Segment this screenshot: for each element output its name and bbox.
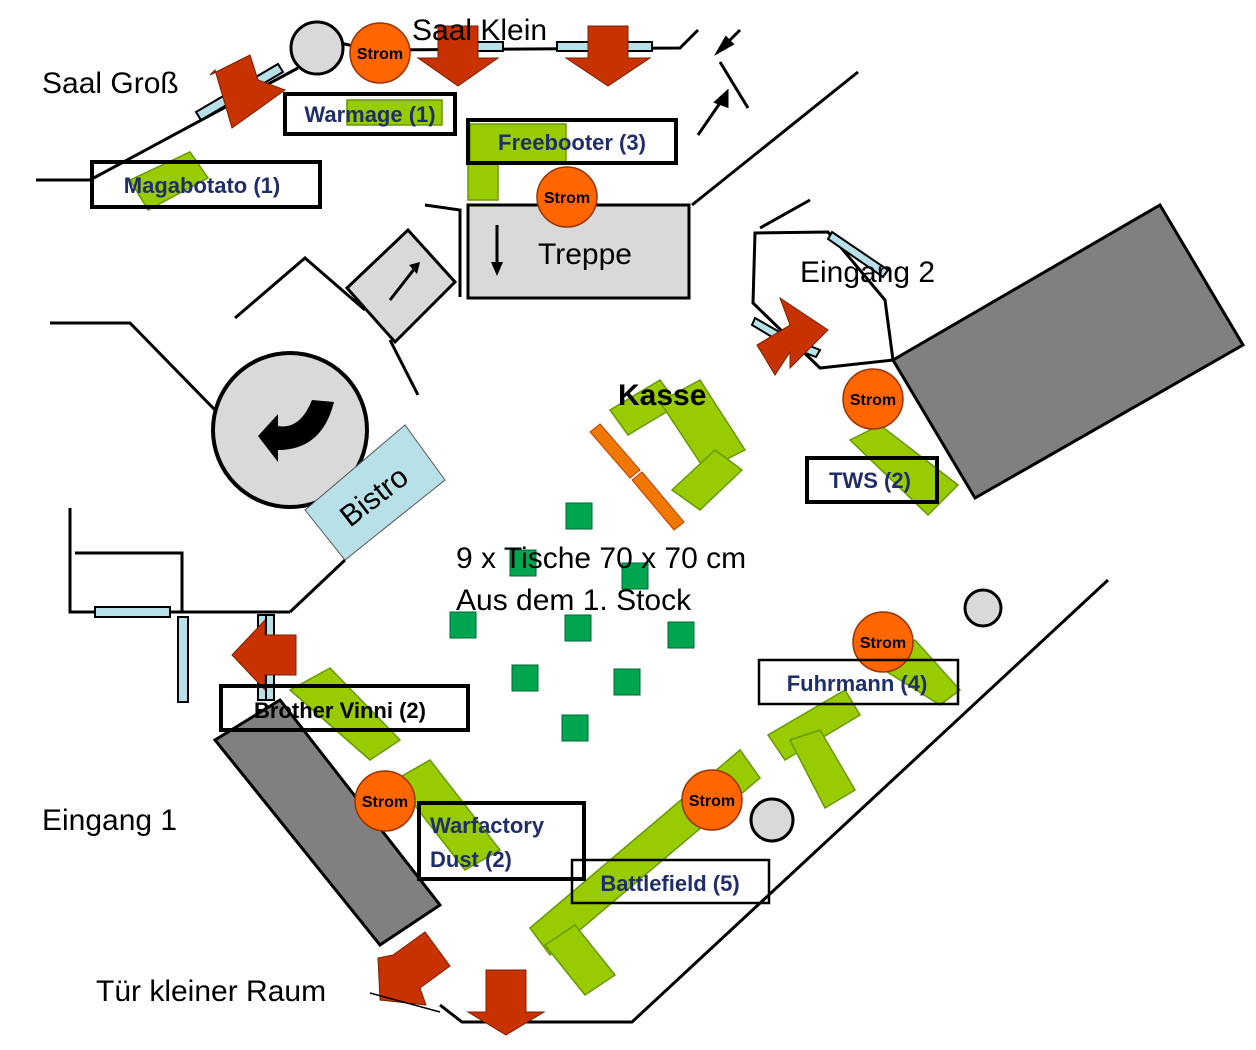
exhibitor-freebooter: Freebooter (3) bbox=[466, 118, 678, 165]
label-kasse: Kasse bbox=[618, 379, 706, 412]
label-saal-klein: Saal Klein bbox=[412, 14, 547, 47]
svg-text:Battlefield (5): Battlefield (5) bbox=[600, 871, 739, 896]
svg-text:Dust (2): Dust (2) bbox=[430, 847, 512, 872]
small-stairs-arrow bbox=[388, 267, 417, 301]
power-outlets: Strom Strom Strom Strom Strom Strom bbox=[349, 22, 914, 832]
small-tables bbox=[449, 502, 695, 742]
svg-text:Strom: Strom bbox=[544, 190, 590, 207]
power-4: Strom bbox=[852, 611, 914, 673]
stairs-box bbox=[466, 203, 691, 300]
label-eingang-2: Eingang 2 bbox=[800, 256, 935, 289]
kasse-counters bbox=[589, 423, 685, 531]
exhibitor-warfactory: Warfactory Dust (2) bbox=[417, 801, 586, 881]
svg-text:Brother Vinni (2): Brother Vinni (2) bbox=[254, 698, 426, 723]
label-saal-gross: Saal Groß bbox=[42, 67, 179, 100]
svg-text:Fuhrmann (4): Fuhrmann (4) bbox=[787, 671, 928, 696]
exhibitor-tws: TWS (2) bbox=[805, 456, 939, 504]
exhibitor-labels: Warmage (1) Freebooter (3) Magabotato (1… bbox=[90, 92, 960, 905]
svg-text:Strom: Strom bbox=[357, 46, 403, 63]
power-5: Strom bbox=[681, 769, 743, 831]
arrow-saal-klein-1 bbox=[416, 25, 500, 87]
label-tische-2: Aus dem 1. Stock bbox=[456, 584, 692, 617]
svg-text:Strom: Strom bbox=[689, 793, 735, 810]
exhibitor-magabotato: Magabotato (1) bbox=[90, 160, 322, 209]
exhibitor-warmage: Warmage (1) bbox=[283, 92, 457, 136]
arrow-eingang-2 bbox=[756, 296, 829, 376]
svg-text:Warmage (1): Warmage (1) bbox=[304, 102, 435, 127]
svg-text:Magabotato (1): Magabotato (1) bbox=[124, 173, 280, 198]
arrow-saal-klein-2 bbox=[564, 25, 652, 87]
dark-block-right bbox=[890, 202, 1246, 501]
dark-block-left bbox=[212, 698, 443, 948]
svg-text:Strom: Strom bbox=[850, 392, 896, 409]
area-labels: Saal Groß Saal Klein Eingang 2 Eingang 1… bbox=[42, 14, 935, 1013]
power-6: Strom bbox=[354, 770, 416, 832]
arrow-tuer-1 bbox=[377, 931, 451, 1006]
label-tische-1: 9 x Tische 70 x 70 cm bbox=[456, 542, 746, 575]
svg-text:Strom: Strom bbox=[362, 794, 408, 811]
label-eingang-1: Eingang 1 bbox=[42, 804, 177, 837]
revolving-arrow-icon bbox=[258, 400, 334, 462]
svg-text:TWS (2): TWS (2) bbox=[829, 468, 911, 493]
revolving-door bbox=[211, 351, 369, 509]
pillars bbox=[289, 20, 1003, 843]
exhibitor-brother-vinni: Brother Vinni (2) bbox=[219, 684, 470, 732]
arrow-tuer-2 bbox=[466, 969, 546, 1036]
power-3: Strom bbox=[842, 368, 904, 430]
exhibitor-battlefield: Battlefield (5) bbox=[570, 858, 771, 905]
flow-arrows bbox=[696, 28, 742, 136]
svg-text:Strom: Strom bbox=[860, 635, 906, 652]
label-tuer-kleiner-raum: Tür kleiner Raum bbox=[96, 975, 326, 1008]
arrow-eingang-1 bbox=[231, 618, 297, 692]
arrow-saal-gross bbox=[209, 54, 287, 129]
exhibitor-fuhrmann: Fuhrmann (4) bbox=[757, 658, 960, 706]
tuer-pointer bbox=[369, 992, 441, 1013]
red-arrows bbox=[209, 25, 829, 1036]
power-1: Strom bbox=[349, 22, 411, 84]
power-2: Strom bbox=[536, 166, 598, 228]
svg-text:Warfactory: Warfactory bbox=[430, 813, 545, 838]
stairs-label: Treppe bbox=[538, 238, 632, 271]
svg-text:Freebooter (3): Freebooter (3) bbox=[498, 130, 646, 155]
